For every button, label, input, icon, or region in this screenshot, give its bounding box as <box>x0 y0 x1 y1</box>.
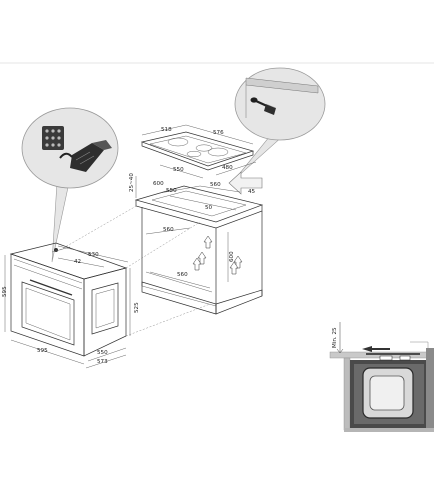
hob-cutout-width-dim: 550 <box>173 167 184 173</box>
oven-door-dim: 42 <box>74 259 81 265</box>
min-gap-label: Min. 25 <box>332 327 338 348</box>
connector-callout <box>21 107 119 263</box>
oven-body-depth-dim: 573 <box>97 359 108 365</box>
screw-icon <box>250 97 277 115</box>
cabinet <box>134 176 264 315</box>
cabinet-inner-width-dim: 550 <box>166 188 177 194</box>
airflow-arrows-icon <box>192 235 243 275</box>
cabinet-inner-depth-dim: 560 <box>163 227 174 233</box>
install-photo <box>328 318 434 438</box>
cabinet-top-width-dim: 600 <box>153 181 164 187</box>
oven-side-height-dim: 525 <box>134 302 140 313</box>
cabinet-cut-height-dim: 50 <box>205 205 213 211</box>
oven <box>4 242 131 369</box>
cabinet-side-dim: 600 <box>229 251 235 262</box>
hob-width-dim: 576 <box>213 130 224 136</box>
oven-depth-dim: 530 <box>88 252 99 258</box>
cabinet-rear-gap-dim: 560 <box>210 182 221 188</box>
hob-cutout-depth-dim: 480 <box>222 165 233 171</box>
hob-depth-dim: 518 <box>161 127 172 133</box>
screw-callout <box>234 67 326 179</box>
cabinet-height-dim: 25~40 <box>129 173 135 192</box>
oven-height-dim: 595 <box>2 286 8 297</box>
plug-icon <box>59 140 112 172</box>
oven-front-width-dim: 595 <box>37 348 48 354</box>
oven-panel-depth-dim: 550 <box>97 350 108 356</box>
cabinet-bottom-width-dim: 560 <box>177 272 188 278</box>
cabinet-hob-depth-dim: 45 <box>248 189 256 195</box>
min-gap-arrow-icon <box>362 346 390 352</box>
hob-cooktop <box>140 124 257 179</box>
screw-arrow <box>228 171 263 195</box>
alignment-guides <box>59 204 211 337</box>
